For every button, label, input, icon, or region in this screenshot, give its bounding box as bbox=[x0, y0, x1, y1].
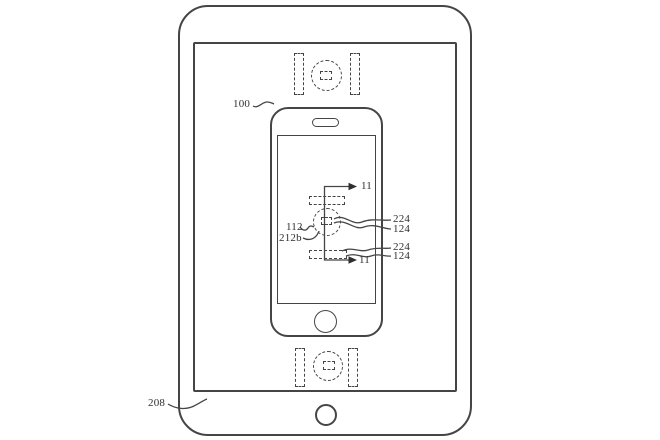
ref-label-208: 208 bbox=[148, 397, 166, 409]
ref-label-112: 112 bbox=[286, 221, 303, 233]
ref-label-124-lower: 124 bbox=[393, 250, 411, 262]
bottom-alignment-circle bbox=[313, 351, 343, 381]
top-alignment-core bbox=[320, 71, 332, 80]
phone-speaker-slot bbox=[312, 118, 339, 127]
ref-label-124-upper: 124 bbox=[393, 223, 411, 235]
tablet-home-button bbox=[315, 404, 337, 426]
lower-coil-element bbox=[309, 250, 347, 259]
bottom-right-magnet-strip bbox=[348, 348, 358, 387]
center-alignment-core bbox=[321, 217, 332, 225]
top-alignment-circle bbox=[311, 60, 342, 91]
tablet-body-outline bbox=[178, 5, 472, 436]
ref-label-212b: 212b bbox=[279, 232, 302, 244]
top-left-magnet-strip bbox=[294, 53, 304, 95]
ref-label-11-bottom: 11 bbox=[359, 254, 370, 266]
tablet-screen-outline bbox=[193, 42, 457, 392]
upper-coil-element bbox=[309, 196, 345, 205]
bottom-left-magnet-strip bbox=[295, 348, 305, 387]
bottom-alignment-core bbox=[323, 361, 335, 370]
phone-home-button bbox=[314, 310, 337, 333]
top-right-magnet-strip bbox=[350, 53, 360, 95]
ref-label-224-upper: 224 bbox=[393, 213, 411, 225]
ref-label-11-top: 11 bbox=[361, 180, 372, 192]
ref-label-224-lower: 224 bbox=[393, 241, 411, 253]
ref-label-100: 100 bbox=[233, 98, 251, 110]
